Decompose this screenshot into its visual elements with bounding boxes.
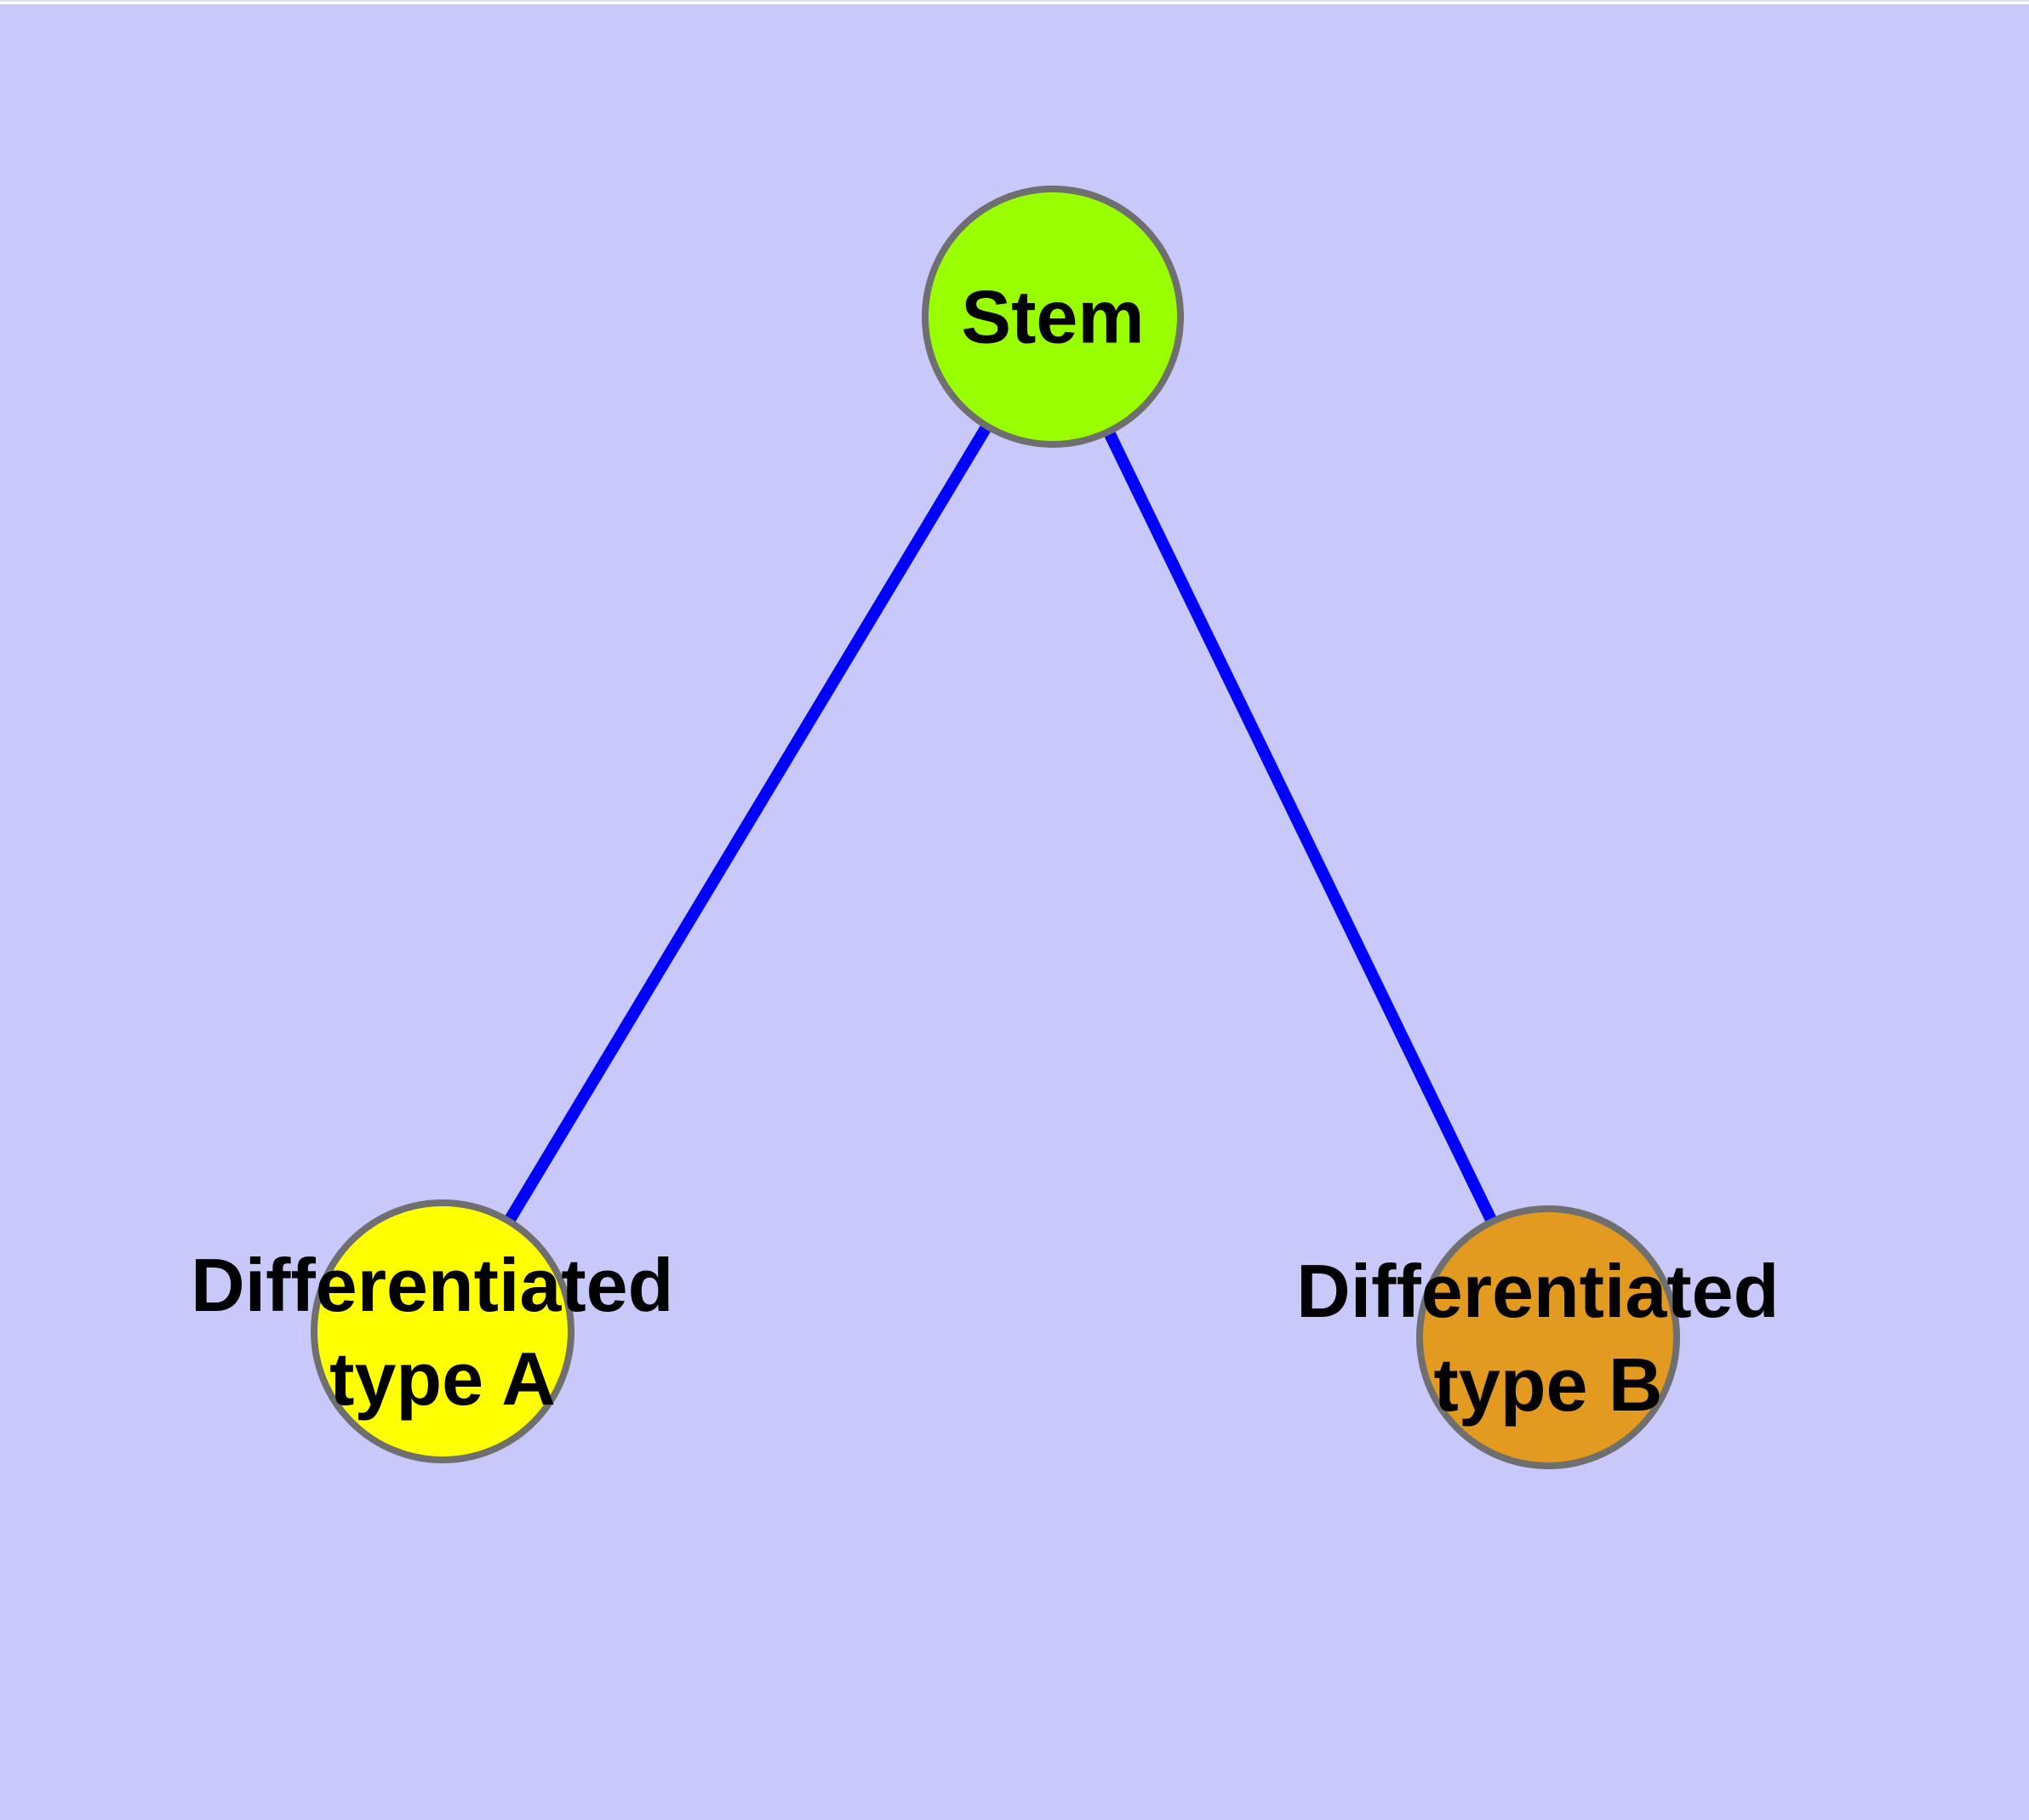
node-type-a-circle [311, 1199, 574, 1463]
node-type-a-label: Differentiated type A [191, 1243, 694, 1421]
node-differentiated-type-a: Differentiated type A [191, 1199, 694, 1463]
node-type-b-label: Differentiated type B [1296, 1249, 1800, 1427]
node-type-a-label-line1: Differentiated [191, 1243, 673, 1327]
node-type-a-label-line2: type A [329, 1336, 556, 1421]
edge-stem-to-type-b [1047, 313, 1554, 1341]
top-strip-edge [0, 0, 2029, 2]
node-differentiated-type-b: Differentiated type B [1296, 1205, 1800, 1469]
node-stem: Stem [922, 186, 1184, 448]
node-stem-circle [922, 186, 1184, 448]
node-type-b-label-line2: type B [1434, 1342, 1663, 1427]
top-strip [0, 0, 2029, 4]
node-type-b-label-line1: Differentiated [1296, 1249, 1779, 1333]
edges [437, 313, 1554, 1341]
node-type-b-circle [1416, 1205, 1680, 1469]
node-stem-label: Stem [961, 275, 1144, 359]
edge-stem-to-type-a [437, 313, 1058, 1335]
